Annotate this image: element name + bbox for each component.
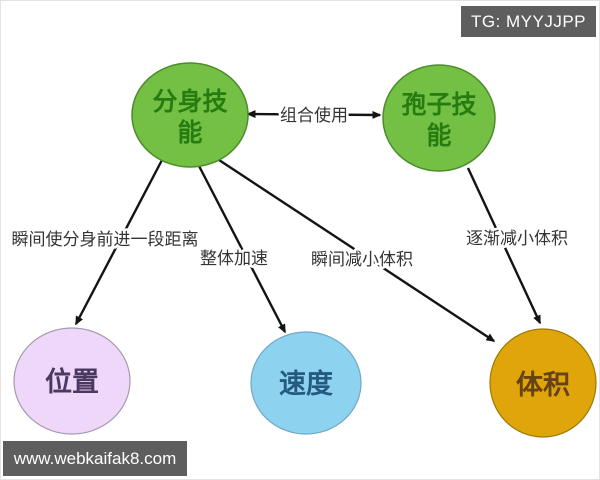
edge-clone-to-speed: 整体加速 — [196, 163, 287, 334]
node-clone-skill-circle — [131, 62, 249, 168]
edge-combine-label: 组合使用 — [280, 105, 348, 125]
edge-combine: 组合使用 — [246, 103, 382, 128]
node-position: 位置 — [13, 327, 131, 435]
node-clone-skill-label-line1: 分身技 — [152, 87, 227, 116]
node-spore-skill: 孢子技 能 — [382, 64, 496, 172]
node-position-circle — [13, 327, 131, 435]
node-clone-skill-label-line2: 能 — [177, 118, 202, 147]
edge-clone-to-position: 瞬间使分身前进一段距离 — [9, 159, 201, 326]
edge-clone-to-position-label: 瞬间使分身前进一段距离 — [12, 229, 199, 249]
node-spore-skill-circle — [382, 64, 496, 172]
telegram-badge: TG: MYYJJPP — [461, 6, 596, 37]
node-clone-skill: 分身技 能 — [131, 62, 249, 168]
edge-combine-line — [246, 110, 382, 119]
node-spore-skill-label-line2: 能 — [426, 121, 451, 150]
edge-clone-to-position-line — [74, 159, 164, 326]
telegram-badge-text: TG: MYYJJPP — [470, 11, 587, 31]
edge-clone-to-volume-label: 瞬间减小体积 — [311, 250, 413, 269]
node-speed: 速度 — [250, 331, 362, 435]
edge-clone-to-speed-line — [196, 163, 287, 334]
edge-clone-to-volume: 瞬间减小体积 — [215, 156, 496, 343]
watermark: www.webkaifak8.com — [3, 441, 187, 476]
edge-clone-to-volume-line — [215, 156, 496, 343]
watermark-text: www.webkaifak8.com — [13, 448, 177, 468]
edge-clone-to-speed-label: 整体加速 — [200, 249, 268, 268]
edge-spore-to-volume: 逐渐减小体积 — [464, 167, 571, 325]
node-volume: 体积 — [489, 328, 597, 438]
node-speed-label: 速度 — [279, 368, 333, 399]
edge-spore-to-volume-label: 逐渐减小体积 — [466, 229, 568, 248]
node-volume-circle — [489, 328, 597, 438]
edge-spore-to-volume-line — [466, 167, 542, 325]
node-volume-label: 体积 — [516, 370, 570, 400]
node-spore-skill-label-line1: 孢子技 — [401, 91, 476, 119]
node-position-label: 位置 — [45, 366, 99, 397]
node-speed-circle — [250, 331, 362, 435]
